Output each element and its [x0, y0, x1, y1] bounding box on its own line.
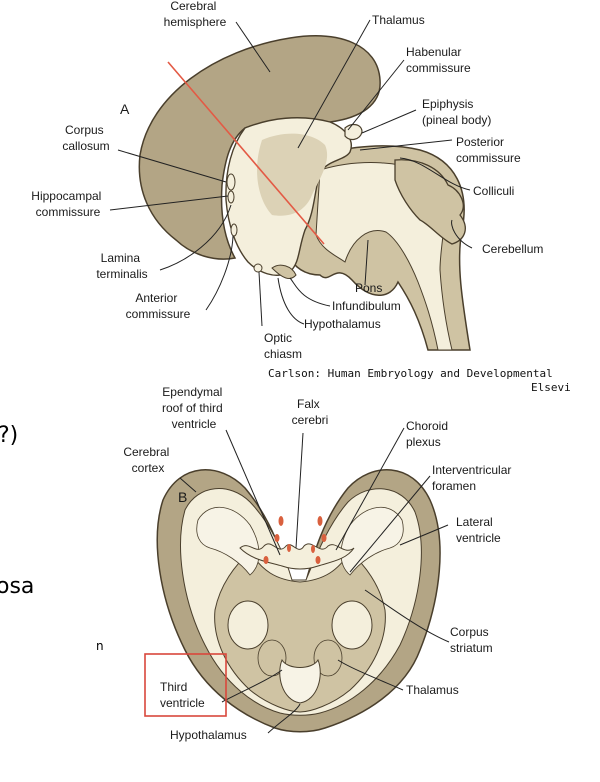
label-third-ventricle: Third ventricle — [160, 680, 205, 710]
panel-a-labels: Cerebral hemisphere Thalamus Habenular c… — [31, 0, 543, 361]
credit-line-2: Elsevi — [531, 381, 571, 394]
label-hippocampal-commissure: Hippocampal commissure — [31, 189, 104, 219]
label-infundibulum: Infundibulum — [332, 299, 401, 313]
ependymal-roof — [239, 543, 355, 570]
third-ventricle-highlight-box — [144, 653, 227, 717]
thalamus-shading — [257, 133, 328, 216]
panel-a-letter: A — [120, 101, 130, 117]
background-fragment-2: osa — [0, 574, 34, 599]
label-optic-chiasm: Optic chiasm — [264, 331, 302, 361]
label-lateral-ventricle: Lateral ventricle — [456, 515, 501, 545]
label-colliculi: Colliculi — [473, 184, 514, 198]
panel-a-leader-lines — [109, 19, 473, 327]
section-cut-line — [167, 61, 325, 245]
corpus-striatum-left — [227, 600, 269, 650]
panel-a-sagittal-section: A — [109, 19, 473, 351]
label-thalamus-b: Thalamus — [406, 683, 459, 697]
anterior-commissure-shape — [230, 223, 238, 237]
thalamus-right — [313, 639, 343, 677]
background-fragment-1: ?) — [0, 423, 18, 448]
label-anterior-commissure: Anterior commissure — [126, 291, 191, 321]
label-habenular-commissure: Habenular commissure — [406, 45, 471, 75]
panel-b-coronal-section: B — [144, 427, 450, 734]
label-ependymal-roof: Ependymal roof of third ventricle — [162, 385, 226, 431]
diencephalon-b — [214, 551, 386, 713]
panel-b-labels: Ependymal roof of third ventricle Falx c… — [123, 385, 515, 742]
choroid-plexus-dots — [263, 516, 327, 564]
label-corpus-striatum: Corpus striatum — [450, 625, 493, 655]
infundibulum-shape — [271, 264, 297, 279]
epiphysis-shape — [344, 123, 363, 141]
corpus-striatum-right — [331, 600, 373, 650]
label-choroid-plexus: Choroid plexus — [406, 419, 451, 449]
label-thalamus-a: Thalamus — [372, 13, 425, 27]
credit-line-1: Carlson: Human Embryology and Developmen… — [268, 367, 553, 380]
label-corpus-callosum: Corpus callosum — [62, 123, 109, 153]
label-lamina-terminalis: Lamina terminalis — [96, 251, 147, 281]
label-hypothalamus-b: Hypothalamus — [170, 728, 247, 742]
label-cerebellum: Cerebellum — [482, 242, 543, 256]
background-fragment-3: n — [96, 639, 104, 653]
label-cerebral-cortex: Cerebral cortex — [123, 445, 172, 475]
hippocampal-commissure-shape — [227, 190, 235, 204]
label-hypothalamus-a: Hypothalamus — [304, 317, 381, 331]
label-epiphysis: Epiphysis (pineal body) — [422, 97, 491, 127]
label-cerebral-hemisphere: Cerebral hemisphere — [164, 0, 227, 29]
label-interventricular-foramen: Interventricular foramen — [432, 463, 515, 493]
label-pons: Pons — [355, 281, 382, 295]
lateral-ventricle-right — [340, 506, 404, 576]
panel-b-letter: B — [178, 489, 187, 505]
third-ventricle-shape — [279, 658, 321, 704]
panel-b-leader-lines — [179, 427, 450, 734]
optic-chiasm-shape — [253, 263, 263, 273]
label-posterior-commissure: Posterior commissure — [456, 135, 521, 165]
label-falx-cerebri: Falx cerebri — [292, 397, 329, 427]
lateral-ventricle-left — [196, 506, 260, 576]
corpus-callosum-shape — [226, 173, 236, 191]
